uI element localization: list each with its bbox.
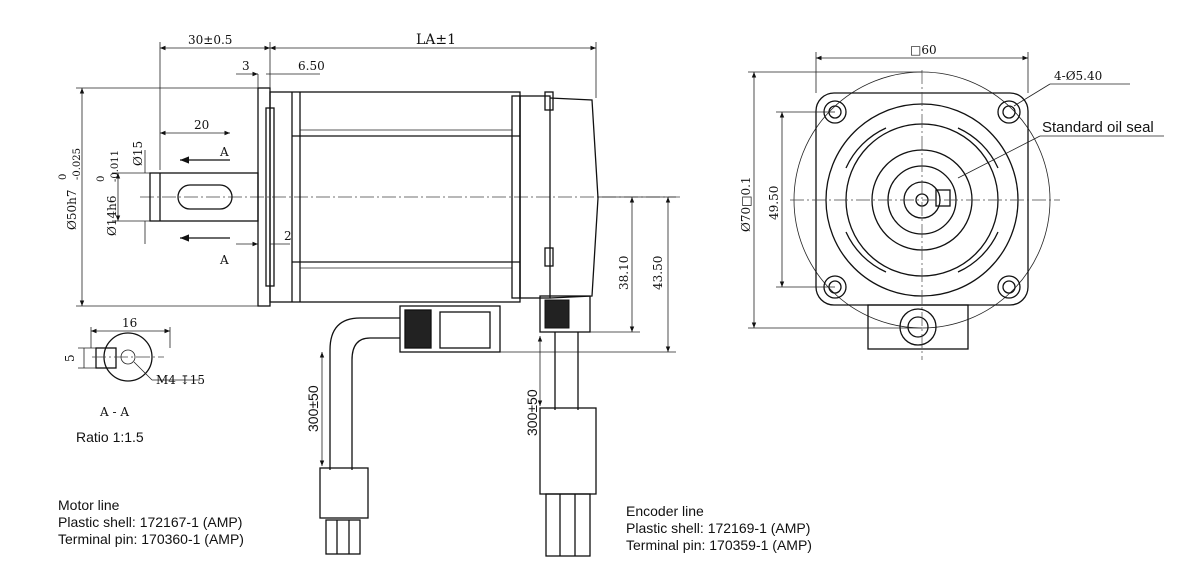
dim-body-length: LA±1	[416, 32, 456, 48]
dim-center-49-50: 49.50	[767, 186, 781, 220]
dim-flange-tol-lower: -0.025	[72, 148, 83, 180]
dim-cable-encoder: 300±50	[524, 389, 540, 436]
dim-thread: M4 ↧15	[156, 373, 205, 387]
dim-bolt-circle: Ø70□0.1	[739, 176, 753, 232]
label-oil-seal: Standard oil seal	[1042, 119, 1154, 136]
motor-line-shell: Plastic shell: 172167-1 (AMP)	[58, 514, 242, 530]
dim-gap-2: 2	[284, 229, 292, 243]
encoder-plug	[539, 407, 597, 495]
encoder-line-shell: Plastic shell: 172169-1 (AMP)	[626, 520, 810, 536]
encoder-connector-body	[539, 295, 591, 333]
dim-cable-motor: 300±50	[305, 385, 321, 432]
motor-connector-body	[399, 305, 501, 353]
shaft-keyway	[177, 184, 233, 210]
label-section-a-bottom: A	[219, 253, 229, 267]
side-view	[76, 42, 680, 557]
dim-key-length: 20	[194, 118, 209, 132]
motor-plug	[319, 467, 369, 519]
dim-holes: 4-Ø5.40	[1054, 69, 1102, 83]
motor-cable	[329, 317, 400, 470]
dim-flange-dia: Ø50h7	[65, 190, 79, 230]
label-section-title: A - A	[99, 405, 129, 419]
dim-height-43-50: 43.50	[651, 256, 665, 290]
dim-flange-tol-upper: 0	[58, 174, 69, 180]
encoder-line-title: Encoder line	[626, 503, 704, 519]
label-ratio: Ratio 1:1.5	[76, 429, 144, 445]
front-view	[748, 52, 1164, 360]
dim-shaft-tol-upper: 0	[96, 176, 107, 182]
motor-line-pin: Terminal pin: 170360-1 (AMP)	[58, 531, 244, 547]
shaft	[149, 172, 259, 222]
dimension-labels: 30±0.5 LA±1 3 6.50 20 A A 2 Ø50h7 0 -0.0…	[58, 32, 1154, 553]
dim-square-60: □60	[910, 43, 937, 57]
rear-cover	[549, 97, 599, 299]
dim-shaft-dia: Ø14h6	[105, 196, 119, 236]
dim-flange-6-50: 6.50	[298, 59, 325, 73]
section-view	[78, 327, 200, 382]
dim-step-3: 3	[242, 59, 250, 73]
dim-key-depth-5: 5	[63, 354, 77, 362]
encoder-housing	[519, 95, 551, 299]
dim-shaft-offset: 30±0.5	[188, 33, 232, 47]
label-section-a-top: A	[219, 145, 229, 159]
motor-line-title: Motor line	[58, 497, 120, 513]
dim-key-width-16: 16	[122, 316, 137, 330]
encoder-line-pin: Terminal pin: 170359-1 (AMP)	[626, 537, 812, 553]
section-key	[95, 347, 117, 369]
front-connector	[867, 304, 969, 350]
dim-shaft-tol-lower: -0.011	[110, 150, 121, 182]
dim-height-38-10: 38.10	[617, 256, 631, 290]
dim-shaft-dia-15: Ø15	[131, 141, 145, 166]
